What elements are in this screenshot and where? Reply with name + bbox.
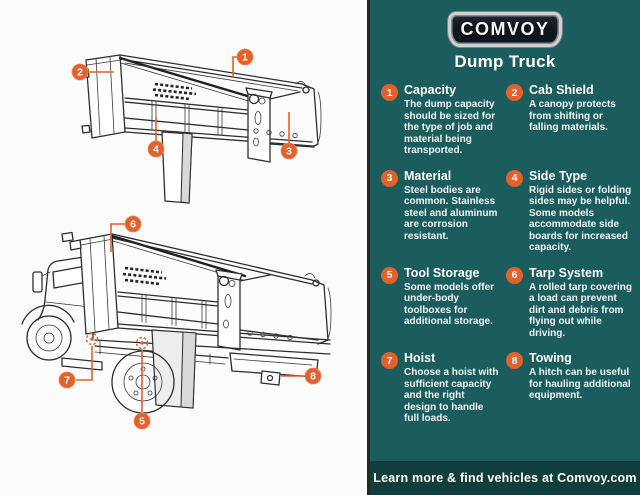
feature-number-badge: 6 bbox=[506, 266, 523, 284]
feature-text: Side Type Rigid sides or folding sides m… bbox=[529, 169, 632, 254]
dump-truck-diagram: 6 7 5 8 bbox=[21, 215, 332, 430]
feature-text: Cab Shield A canopy protects from shifti… bbox=[529, 83, 632, 134]
feature-text: Capacity The dump capacity should be siz… bbox=[404, 83, 499, 157]
feature-text: Tool Storage Some models offer under-bod… bbox=[404, 266, 499, 328]
feature-description: A rolled tarp covering a load can preven… bbox=[529, 281, 632, 339]
feature-title: Tarp System bbox=[529, 265, 604, 280]
feature-item-side-type: 4 Side Type Rigid sides or folding sides… bbox=[506, 169, 632, 254]
feature-title: Side Type bbox=[529, 168, 588, 183]
callout-8: 8 bbox=[281, 367, 322, 385]
callout-7-number: 7 bbox=[64, 375, 70, 387]
feature-description: The dump capacity should be sized for th… bbox=[404, 99, 496, 156]
callout-3: 3 bbox=[280, 112, 298, 160]
feature-number-badge: 8 bbox=[506, 352, 523, 369]
feature-item-capacity: 1 Capacity The dump capacity should be s… bbox=[381, 83, 499, 157]
feature-text: Tarp System A rolled tarp covering a loa… bbox=[529, 266, 632, 340]
callout-5: 5 bbox=[133, 336, 151, 430]
callout-7: 7 bbox=[58, 332, 99, 389]
feature-item-cab-shield: 2 Cab Shield A canopy protects from shif… bbox=[506, 83, 632, 134]
callout-6: 6 bbox=[110, 215, 142, 252]
feature-item-material: 3 Material Steel bodies are common. Stai… bbox=[381, 169, 499, 243]
footer-text: Learn more & find vehicles at Comvoy.com bbox=[373, 471, 637, 485]
callout-5-number: 5 bbox=[139, 416, 145, 428]
feature-title: Towing bbox=[529, 351, 572, 365]
feature-item-hoist: 7 Hoist Choose a hoist with sufficient c… bbox=[381, 351, 499, 425]
callout-4-number: 4 bbox=[153, 144, 159, 156]
page-title: Dump Truck bbox=[454, 52, 556, 71]
feature-number-badge: 5 bbox=[381, 266, 398, 284]
feature-description: Steel bodies are common. Stainless steel… bbox=[404, 184, 498, 242]
footer-banner: Learn more & find vehicles at Comvoy.com bbox=[370, 461, 640, 495]
diagram-area: 1 2 3 4 bbox=[21, 48, 332, 430]
feature-grid: 1 Capacity The dump capacity should be s… bbox=[370, 83, 640, 425]
feature-number-badge: 2 bbox=[506, 84, 523, 101]
feature-description: Choose a hoist with sufficient capacity … bbox=[404, 367, 499, 424]
callout-3-number: 3 bbox=[286, 146, 292, 158]
comvoy-logo-badge: COMVOY bbox=[448, 12, 562, 47]
feature-description: A canopy protects from shifting or falli… bbox=[529, 99, 616, 133]
feature-title: Material bbox=[404, 168, 452, 183]
feature-number-badge: 4 bbox=[506, 169, 523, 187]
feature-item-tarp-system: 6 Tarp System A rolled tarp covering a l… bbox=[506, 266, 632, 340]
comvoy-logo-text: COMVOY bbox=[460, 19, 550, 39]
callout-2-number: 2 bbox=[77, 67, 83, 79]
feature-number-badge: 7 bbox=[381, 352, 398, 369]
feature-title: Tool Storage bbox=[404, 265, 480, 280]
feature-text: Towing A hitch can be useful for hauling… bbox=[529, 351, 632, 402]
feature-description: A hitch can be useful for hauling additi… bbox=[529, 367, 631, 401]
feature-title: Hoist bbox=[404, 351, 436, 365]
dump-bed-art bbox=[79, 54, 322, 204]
dump-truck-art bbox=[21, 231, 332, 414]
callout-1: 1 bbox=[232, 48, 254, 78]
feature-title: Cab Shield bbox=[529, 83, 594, 97]
dump-bed-diagram: 1 2 3 4 bbox=[71, 48, 322, 204]
feature-title: Capacity bbox=[404, 83, 457, 97]
callout-8-number: 8 bbox=[310, 371, 316, 383]
feature-item-towing: 8 Towing A hitch can be useful for hauli… bbox=[506, 351, 632, 402]
feature-description: Rigid sides or folding sides may be help… bbox=[529, 184, 632, 254]
feature-item-tool-storage: 5 Tool Storage Some models offer under-b… bbox=[381, 266, 499, 328]
callout-2: 2 bbox=[71, 63, 114, 81]
callout-1-number: 1 bbox=[242, 52, 248, 64]
feature-number-badge: 1 bbox=[381, 84, 398, 101]
feature-number-badge: 3 bbox=[381, 169, 398, 187]
feature-description: Some models offer under-body toolboxes f… bbox=[404, 281, 495, 328]
info-panel: COMVOY Dump Truck 1 Capacity The dump ca… bbox=[367, 0, 640, 495]
callout-4: 4 bbox=[147, 117, 165, 158]
feature-text: Hoist Choose a hoist with sufficient cap… bbox=[404, 351, 499, 425]
feature-text: Material Steel bodies are common. Stainl… bbox=[404, 169, 499, 243]
callout-6-number: 6 bbox=[130, 219, 136, 231]
